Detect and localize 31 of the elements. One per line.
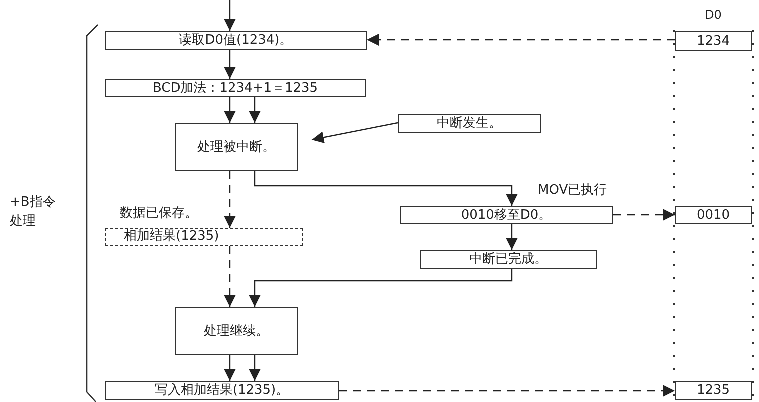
arrow xyxy=(249,355,261,381)
arrow xyxy=(254,171,518,206)
column-heading: D0 xyxy=(704,8,723,23)
process-box: 处理继续。 xyxy=(175,307,298,355)
arrow xyxy=(312,122,398,144)
dashed-arrow xyxy=(339,385,675,397)
dashed-arrow xyxy=(224,246,236,307)
process-box: 中断已完成。 xyxy=(420,250,597,269)
dashed-arrow xyxy=(367,34,675,46)
process-box: 0010移至D0。 xyxy=(400,206,613,224)
process-box: 0010 xyxy=(675,206,752,224)
side-label: +B指令处理 xyxy=(10,194,57,231)
arrow xyxy=(224,0,236,31)
arrow xyxy=(506,224,518,250)
dashed-box: 相加结果(1235) xyxy=(105,228,303,246)
process-box: BCD加法：1234+1＝1235 xyxy=(105,79,366,97)
arrow xyxy=(224,50,236,79)
process-box: 中断发生。 xyxy=(398,114,541,133)
dashed-arrow xyxy=(224,171,236,228)
arrow xyxy=(249,97,261,123)
arrow xyxy=(249,269,513,307)
arrow xyxy=(224,97,236,123)
arrow xyxy=(224,355,236,381)
note-text: MOV已执行 xyxy=(538,182,608,199)
process-box: 处理被中断。 xyxy=(175,123,298,171)
process-box: 读取D0值(1234)。 xyxy=(105,31,367,50)
process-box: 1235 xyxy=(675,381,752,400)
process-box: 写入相加结果(1235)。 xyxy=(105,381,339,400)
process-box: 1234 xyxy=(675,31,752,51)
note-text: 数据已保存。 xyxy=(120,205,198,222)
dashed-arrow xyxy=(613,209,675,221)
